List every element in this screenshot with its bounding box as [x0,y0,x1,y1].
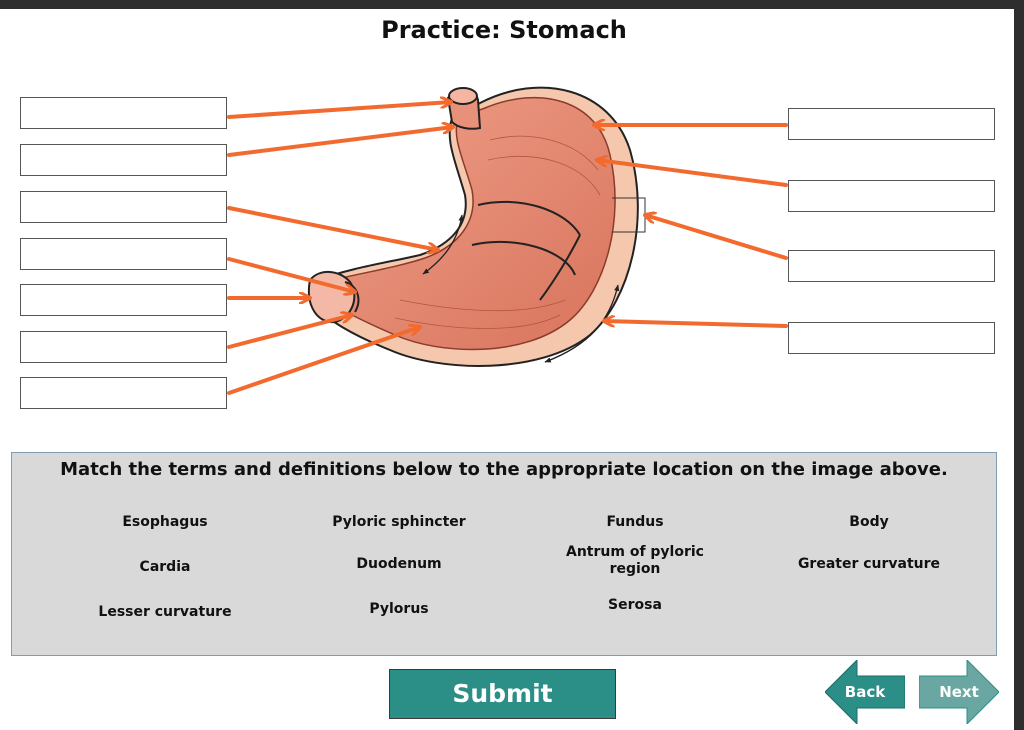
stomach-diagram [227,86,788,395]
arrow-left-4 [227,257,355,292]
arrow-right-3 [645,215,788,260]
term-greater-curvature[interactable]: Greater curvature [797,556,941,572]
term-cardia[interactable]: Cardia [139,559,191,575]
arrow-left-7 [227,327,420,395]
drop-zone-right-3[interactable] [788,250,995,282]
term-duodenum[interactable]: Duodenum [356,556,442,572]
term-antrum-of-pyloric-region[interactable]: Antrum of pyloric region [566,544,704,577]
term-pylorus[interactable]: Pylorus [369,601,429,617]
arrow-right-4 [602,321,788,328]
term-body[interactable]: Body [849,514,889,530]
arrow-left-3 [227,206,438,250]
drop-zone-left-6[interactable] [20,331,227,363]
instruction-text: Match the terms and definitions below to… [60,459,948,480]
drop-zone-left-4[interactable] [20,238,227,270]
drop-zone-left-5[interactable] [20,284,227,316]
arrow-left-1 [227,102,453,119]
term-lesser-curvature[interactable]: Lesser curvature [98,604,232,620]
window-top-bar [0,0,1024,9]
term-fundus[interactable]: Fundus [606,514,664,530]
arrow-left-2 [227,127,455,157]
drop-zone-right-1[interactable] [788,108,995,140]
arrow-right-2 [595,160,788,187]
drop-zone-left-2[interactable] [20,144,227,176]
term-pyloric-sphincter[interactable]: Pyloric sphincter [332,514,466,530]
window-right-scrollbar[interactable] [1014,0,1024,730]
term-esophagus[interactable]: Esophagus [122,514,208,530]
drop-zone-left-7[interactable] [20,377,227,409]
drop-zone-right-4[interactable] [788,322,995,354]
stomach-illustration [307,86,646,367]
drop-zone-left-3[interactable] [20,191,227,223]
drop-zone-left-1[interactable] [20,97,227,129]
submit-button[interactable]: Submit [389,669,616,719]
arrow-left-6 [227,315,352,349]
leader-arrows [227,102,788,395]
page-title: Practice: Stomach [381,16,627,44]
next-button-label: Next [939,683,979,701]
term-bank: Match the terms and definitions below to… [11,452,997,656]
next-button[interactable]: Next [918,658,1000,726]
next-arrow-icon [918,658,1000,726]
back-button-label: Back [844,683,886,701]
back-button[interactable]: Back [824,658,906,726]
term-serosa[interactable]: Serosa [608,597,662,613]
drop-zone-right-2[interactable] [788,180,995,212]
